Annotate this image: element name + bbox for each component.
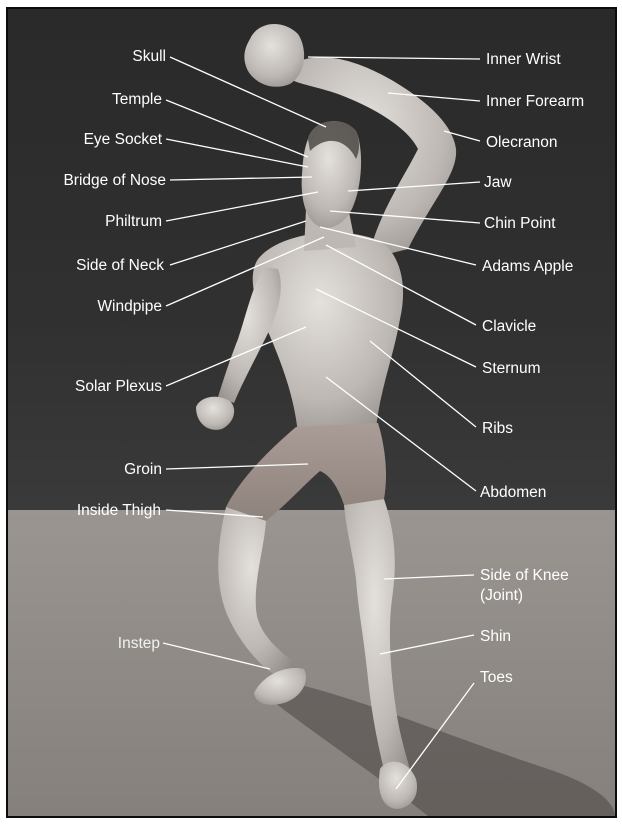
label-philtrum: Philtrum <box>105 213 162 230</box>
label-bridge-of-nose: Bridge of Nose <box>63 172 166 189</box>
label-clavicle: Clavicle <box>482 318 536 335</box>
label-abdomen: Abdomen <box>480 484 546 501</box>
label-sternum: Sternum <box>482 360 541 377</box>
label-side-of-neck: Side of Neck <box>76 257 164 274</box>
label-adams-apple: Adams Apple <box>482 258 573 275</box>
label-side-of-knee: Side of Knee <box>480 567 569 584</box>
label-eye-socket: Eye Socket <box>84 131 163 148</box>
label-chin-point: Chin Point <box>484 215 556 232</box>
label-shin: Shin <box>480 628 511 645</box>
label-side-of-knee-joint: (Joint) <box>480 587 523 604</box>
figure-diagram: Skull Temple Eye Socket Bridge of Nose P… <box>8 9 615 816</box>
anatomy-illustration: Skull Temple Eye Socket Bridge of Nose P… <box>6 7 617 818</box>
label-temple: Temple <box>112 91 162 108</box>
label-inside-thigh: Inside Thigh <box>77 502 161 519</box>
label-ribs: Ribs <box>482 420 513 437</box>
label-toes: Toes <box>480 669 513 686</box>
label-skull: Skull <box>132 48 166 65</box>
label-instep: Instep <box>118 635 160 652</box>
label-windpipe: Windpipe <box>97 298 162 315</box>
label-solar-plexus: Solar Plexus <box>75 378 162 395</box>
label-jaw: Jaw <box>484 174 512 191</box>
label-inner-wrist: Inner Wrist <box>486 51 561 68</box>
label-groin: Groin <box>124 461 162 478</box>
label-inner-forearm: Inner Forearm <box>486 93 584 110</box>
label-olecranon: Olecranon <box>486 134 558 151</box>
